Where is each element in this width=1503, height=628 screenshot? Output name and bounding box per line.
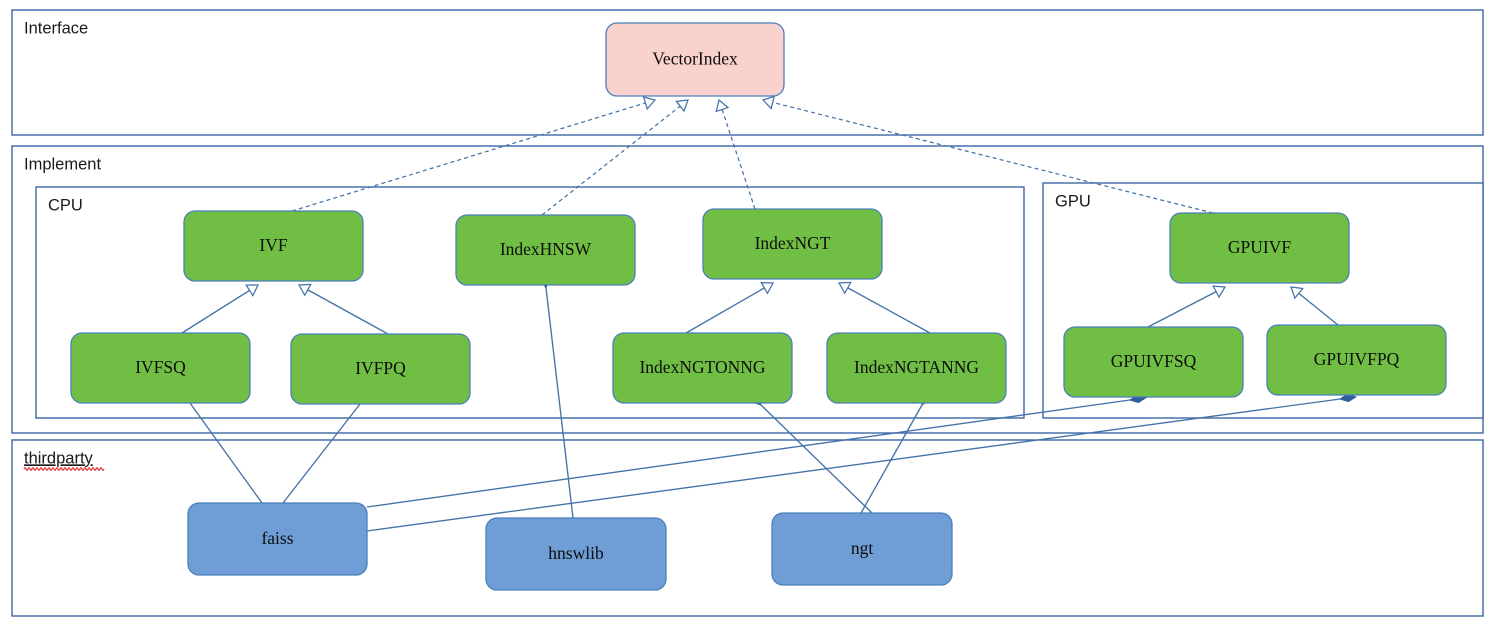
node-IndexHNSW[interactable]: IndexHNSW [455,214,636,286]
node-label-IVFSQ: IVFSQ [135,357,186,377]
panel-label-interface: Interface [24,19,88,37]
edge-path [545,287,574,519]
spellcheck-squiggle-icon [23,467,105,471]
edge-path [1147,286,1226,328]
edge-GPUIVFPQ-to-faiss [366,393,1358,532]
node-label-VectorIndex: VectorIndex [652,49,738,69]
inheritance-arrowhead-icon [675,99,689,113]
node-label-IndexNGTONNG: IndexNGTONNG [639,357,765,377]
edge-path [366,399,1131,508]
node-label-IndexNGT: IndexNGT [755,233,831,253]
edge-path [181,284,259,334]
node-GPUIVF[interactable]: GPUIVF [1169,212,1350,284]
node-box-GPUIVF[interactable] [1169,212,1350,284]
edge-path [685,282,774,334]
node-faiss[interactable]: faiss [187,502,368,576]
node-box-IVFPQ[interactable] [290,333,471,405]
edge-path [762,99,1214,214]
node-hnswlib[interactable]: hnswlib [485,517,667,591]
node-label-faiss: faiss [261,528,293,548]
edge-path [366,398,1341,532]
inheritance-arrowhead-icon [715,98,730,113]
node-box-ngt[interactable] [771,512,953,586]
node-box-IVF[interactable] [183,210,364,282]
inheritance-arrowhead-icon [837,281,852,295]
node-label-IVFPQ: IVFPQ [355,358,406,378]
node-ngt[interactable]: ngt [771,512,953,586]
node-GPUIVFSQ[interactable]: GPUIVFSQ [1063,326,1244,398]
composition-diamond-icon [1338,393,1358,403]
inheritance-arrowhead-icon [1212,285,1227,299]
inheritance-arrowhead-icon [642,96,657,111]
edge-GPUIVFPQ-to-GPUIVF [1290,286,1339,326]
inheritance-arrowhead-icon [245,284,260,297]
node-box-GPUIVFPQ[interactable] [1266,324,1447,396]
edge-IVFSQ-to-IVF [181,284,260,334]
node-box-IndexNGTONNG[interactable] [612,332,793,404]
node-IVFSQ[interactable]: IVFSQ [70,332,251,404]
edge-path [291,99,656,212]
edge-path [718,99,756,210]
panel-label-cpu: CPU [48,196,83,214]
inheritance-arrowhead-icon [1290,286,1304,300]
node-box-IndexHNSW[interactable] [455,214,636,286]
node-IndexNGT[interactable]: IndexNGT [702,208,883,280]
edge-GPUIVF-to-VectorIndex [761,95,1214,214]
edge-IndexNGT-to-VectorIndex [715,98,756,210]
inheritance-arrowhead-icon [761,95,776,110]
node-label-IndexHNSW: IndexHNSW [500,239,592,259]
node-IVF[interactable]: IVF [183,210,364,282]
node-box-IndexNGT[interactable] [702,208,883,280]
edge-path [189,402,263,504]
inheritance-arrowhead-icon [297,283,312,297]
edge-IndexNGTANNG-to-IndexNGT [837,281,931,334]
edge-path [541,99,689,216]
node-label-GPUIVFSQ: GPUIVFSQ [1111,351,1197,371]
node-VectorIndex[interactable]: VectorIndex [605,22,785,97]
node-IndexNGTANNG[interactable]: IndexNGTANNG [826,332,1007,404]
node-IndexNGTONNG[interactable]: IndexNGTONNG [612,332,793,404]
edge-GPUIVFSQ-to-GPUIVF [1147,285,1227,328]
node-IVFPQ[interactable]: IVFPQ [290,333,471,405]
edge-IVF-to-VectorIndex [291,96,657,212]
node-box-IVFSQ[interactable] [70,332,251,404]
edge-path [860,404,923,514]
node-label-GPUIVFPQ: GPUIVFPQ [1314,349,1400,369]
inheritance-arrowhead-icon [760,281,775,295]
node-label-IVF: IVF [259,235,287,255]
edge-IndexHNSW-to-VectorIndex [541,99,689,216]
node-label-GPUIVF: GPUIVF [1228,237,1291,257]
node-box-IndexNGTANNG[interactable] [826,332,1007,404]
node-box-VectorIndex[interactable] [605,22,785,97]
edge-path [282,403,361,504]
panel-label-gpu: GPU [1055,192,1091,210]
panel-label-thirdparty: thirdparty [24,449,94,467]
node-box-GPUIVFSQ[interactable] [1063,326,1244,398]
edge-path [838,282,931,334]
panel-label-implement: Implement [24,155,101,173]
edge-IVFPQ-to-IVF [297,283,389,335]
node-label-IndexNGTANNG: IndexNGTANNG [854,357,979,377]
edge-IndexNGTONNG-to-IndexNGT [685,281,775,334]
node-label-ngt: ngt [851,538,874,558]
node-box-hnswlib[interactable] [485,517,667,591]
edge-path [298,284,389,335]
node-box-faiss[interactable] [187,502,368,576]
edge-path [760,404,873,514]
node-GPUIVFPQ[interactable]: GPUIVFPQ [1266,324,1447,396]
node-label-hnswlib: hnswlib [548,543,604,563]
